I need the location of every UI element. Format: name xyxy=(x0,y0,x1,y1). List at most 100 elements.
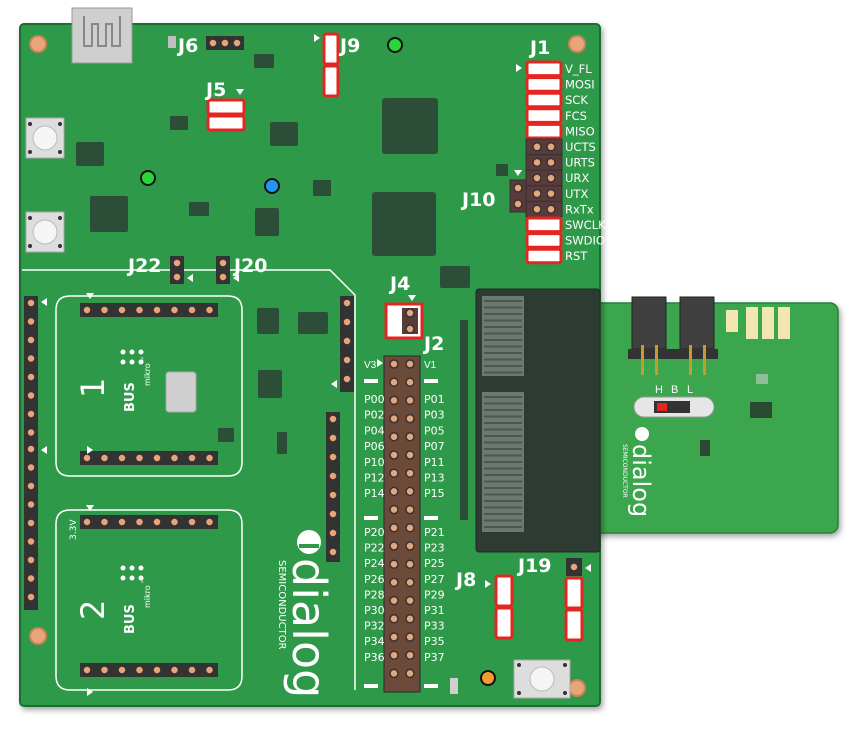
header-pin xyxy=(389,413,399,424)
header-pin xyxy=(389,668,399,679)
j2-left-label: P14 xyxy=(364,487,385,500)
header-pin xyxy=(405,324,415,334)
j1-jumper xyxy=(525,216,563,234)
j1-jumper xyxy=(525,76,563,93)
voltage-label: 3.3V xyxy=(69,519,79,540)
j2-left-label: P26 xyxy=(364,573,385,586)
reset-button-top[interactable] xyxy=(25,117,65,159)
separator xyxy=(364,379,378,383)
pin1-marker xyxy=(485,580,491,588)
header-pin xyxy=(532,204,542,214)
svg-text:SEMICONDUCTOR: SEMICONDUCTOR xyxy=(621,444,628,498)
j2-left-label: P10 xyxy=(364,456,385,469)
header-pin xyxy=(204,665,215,675)
j8-jumper xyxy=(494,606,514,640)
header-pin xyxy=(546,188,556,199)
daughter-module: H B L dialog SEMICONDUCTOR xyxy=(559,296,839,534)
header-pin xyxy=(134,305,145,315)
contact-line xyxy=(484,461,522,463)
header-pin xyxy=(389,468,399,478)
user-button-left[interactable] xyxy=(25,211,65,253)
contact-line xyxy=(484,402,522,405)
contact-line xyxy=(484,371,522,374)
contact-line xyxy=(484,332,522,335)
header-pin xyxy=(513,199,523,209)
header-pin xyxy=(389,359,399,369)
header-pin xyxy=(405,541,415,551)
header-pin xyxy=(532,157,542,168)
header-pin xyxy=(26,409,36,419)
switch-label-h: H xyxy=(655,384,663,396)
module-dialog-logo: dialog SEMICONDUCTOR xyxy=(621,427,655,517)
usb-connector xyxy=(71,7,133,64)
header-pin xyxy=(389,559,399,569)
header-pin xyxy=(26,372,36,382)
header-pin xyxy=(169,453,180,463)
header-pin xyxy=(26,573,36,584)
header-pin xyxy=(117,305,127,315)
j1-header-row xyxy=(525,138,563,156)
pin1-marker xyxy=(41,446,47,454)
contact-line xyxy=(484,467,522,470)
contact-line xyxy=(484,313,522,315)
header-pin xyxy=(26,335,36,345)
mikrobus-pin-row xyxy=(80,303,218,317)
j1-pin-label: UTX xyxy=(565,187,588,201)
header-pin xyxy=(342,317,352,327)
separator xyxy=(364,516,378,520)
pin1-marker xyxy=(314,34,320,42)
label-j22: J22 xyxy=(126,255,162,277)
j1-pin-label: RxTx xyxy=(565,202,594,216)
j1-jumper xyxy=(525,232,563,249)
header-pin xyxy=(532,188,542,199)
header-pin xyxy=(99,305,110,315)
contact-line xyxy=(484,352,522,354)
header-pin xyxy=(152,453,162,463)
pin1-marker xyxy=(233,274,239,282)
j1-pin-label: SCK xyxy=(565,93,588,107)
j1-jumper xyxy=(525,107,563,124)
header-pin xyxy=(405,595,415,606)
label-j6: J6 xyxy=(176,35,198,57)
contact-line xyxy=(484,365,522,367)
svg-text:1: 1 xyxy=(74,378,112,398)
contact-line xyxy=(484,415,522,418)
header-pin xyxy=(152,665,162,675)
header-pin xyxy=(169,665,180,675)
header-pin xyxy=(26,298,36,308)
header-pin xyxy=(117,453,127,463)
j5-jumper xyxy=(206,98,246,116)
user-button-bottom[interactable] xyxy=(513,659,571,699)
header-pin xyxy=(99,453,110,463)
header-pin xyxy=(204,453,215,463)
header-pin xyxy=(389,650,399,660)
j2-left-label: P02 xyxy=(364,409,385,422)
j2-right-label: P23 xyxy=(424,542,445,555)
separator xyxy=(424,379,438,383)
header-pin xyxy=(328,414,338,424)
header-pin xyxy=(26,353,36,364)
header-pin xyxy=(82,517,92,527)
header-pin xyxy=(389,395,399,406)
header-pin xyxy=(389,504,399,515)
header-pin xyxy=(342,298,352,308)
contact-line xyxy=(484,409,522,411)
j2-right-label: P15 xyxy=(424,487,445,500)
j1-header-row xyxy=(525,185,563,202)
j2-right-label: P25 xyxy=(424,557,445,570)
header-pin xyxy=(187,665,197,675)
j2-left-label: P34 xyxy=(364,635,385,648)
j1-header-row xyxy=(525,154,563,171)
svg-text:™: ™ xyxy=(141,578,148,584)
j1-pin-label: FCS xyxy=(565,109,587,123)
component xyxy=(460,320,468,520)
header-pin xyxy=(342,374,352,384)
j2-right-label: P03 xyxy=(424,409,445,422)
right-header xyxy=(326,412,340,562)
switch-label-b: B xyxy=(671,384,678,396)
j2-left-label: P28 xyxy=(364,588,385,601)
j5-jumper xyxy=(206,114,246,132)
j1-jumper xyxy=(525,91,563,109)
header-pin xyxy=(218,258,228,268)
pin1-marker xyxy=(331,380,337,388)
